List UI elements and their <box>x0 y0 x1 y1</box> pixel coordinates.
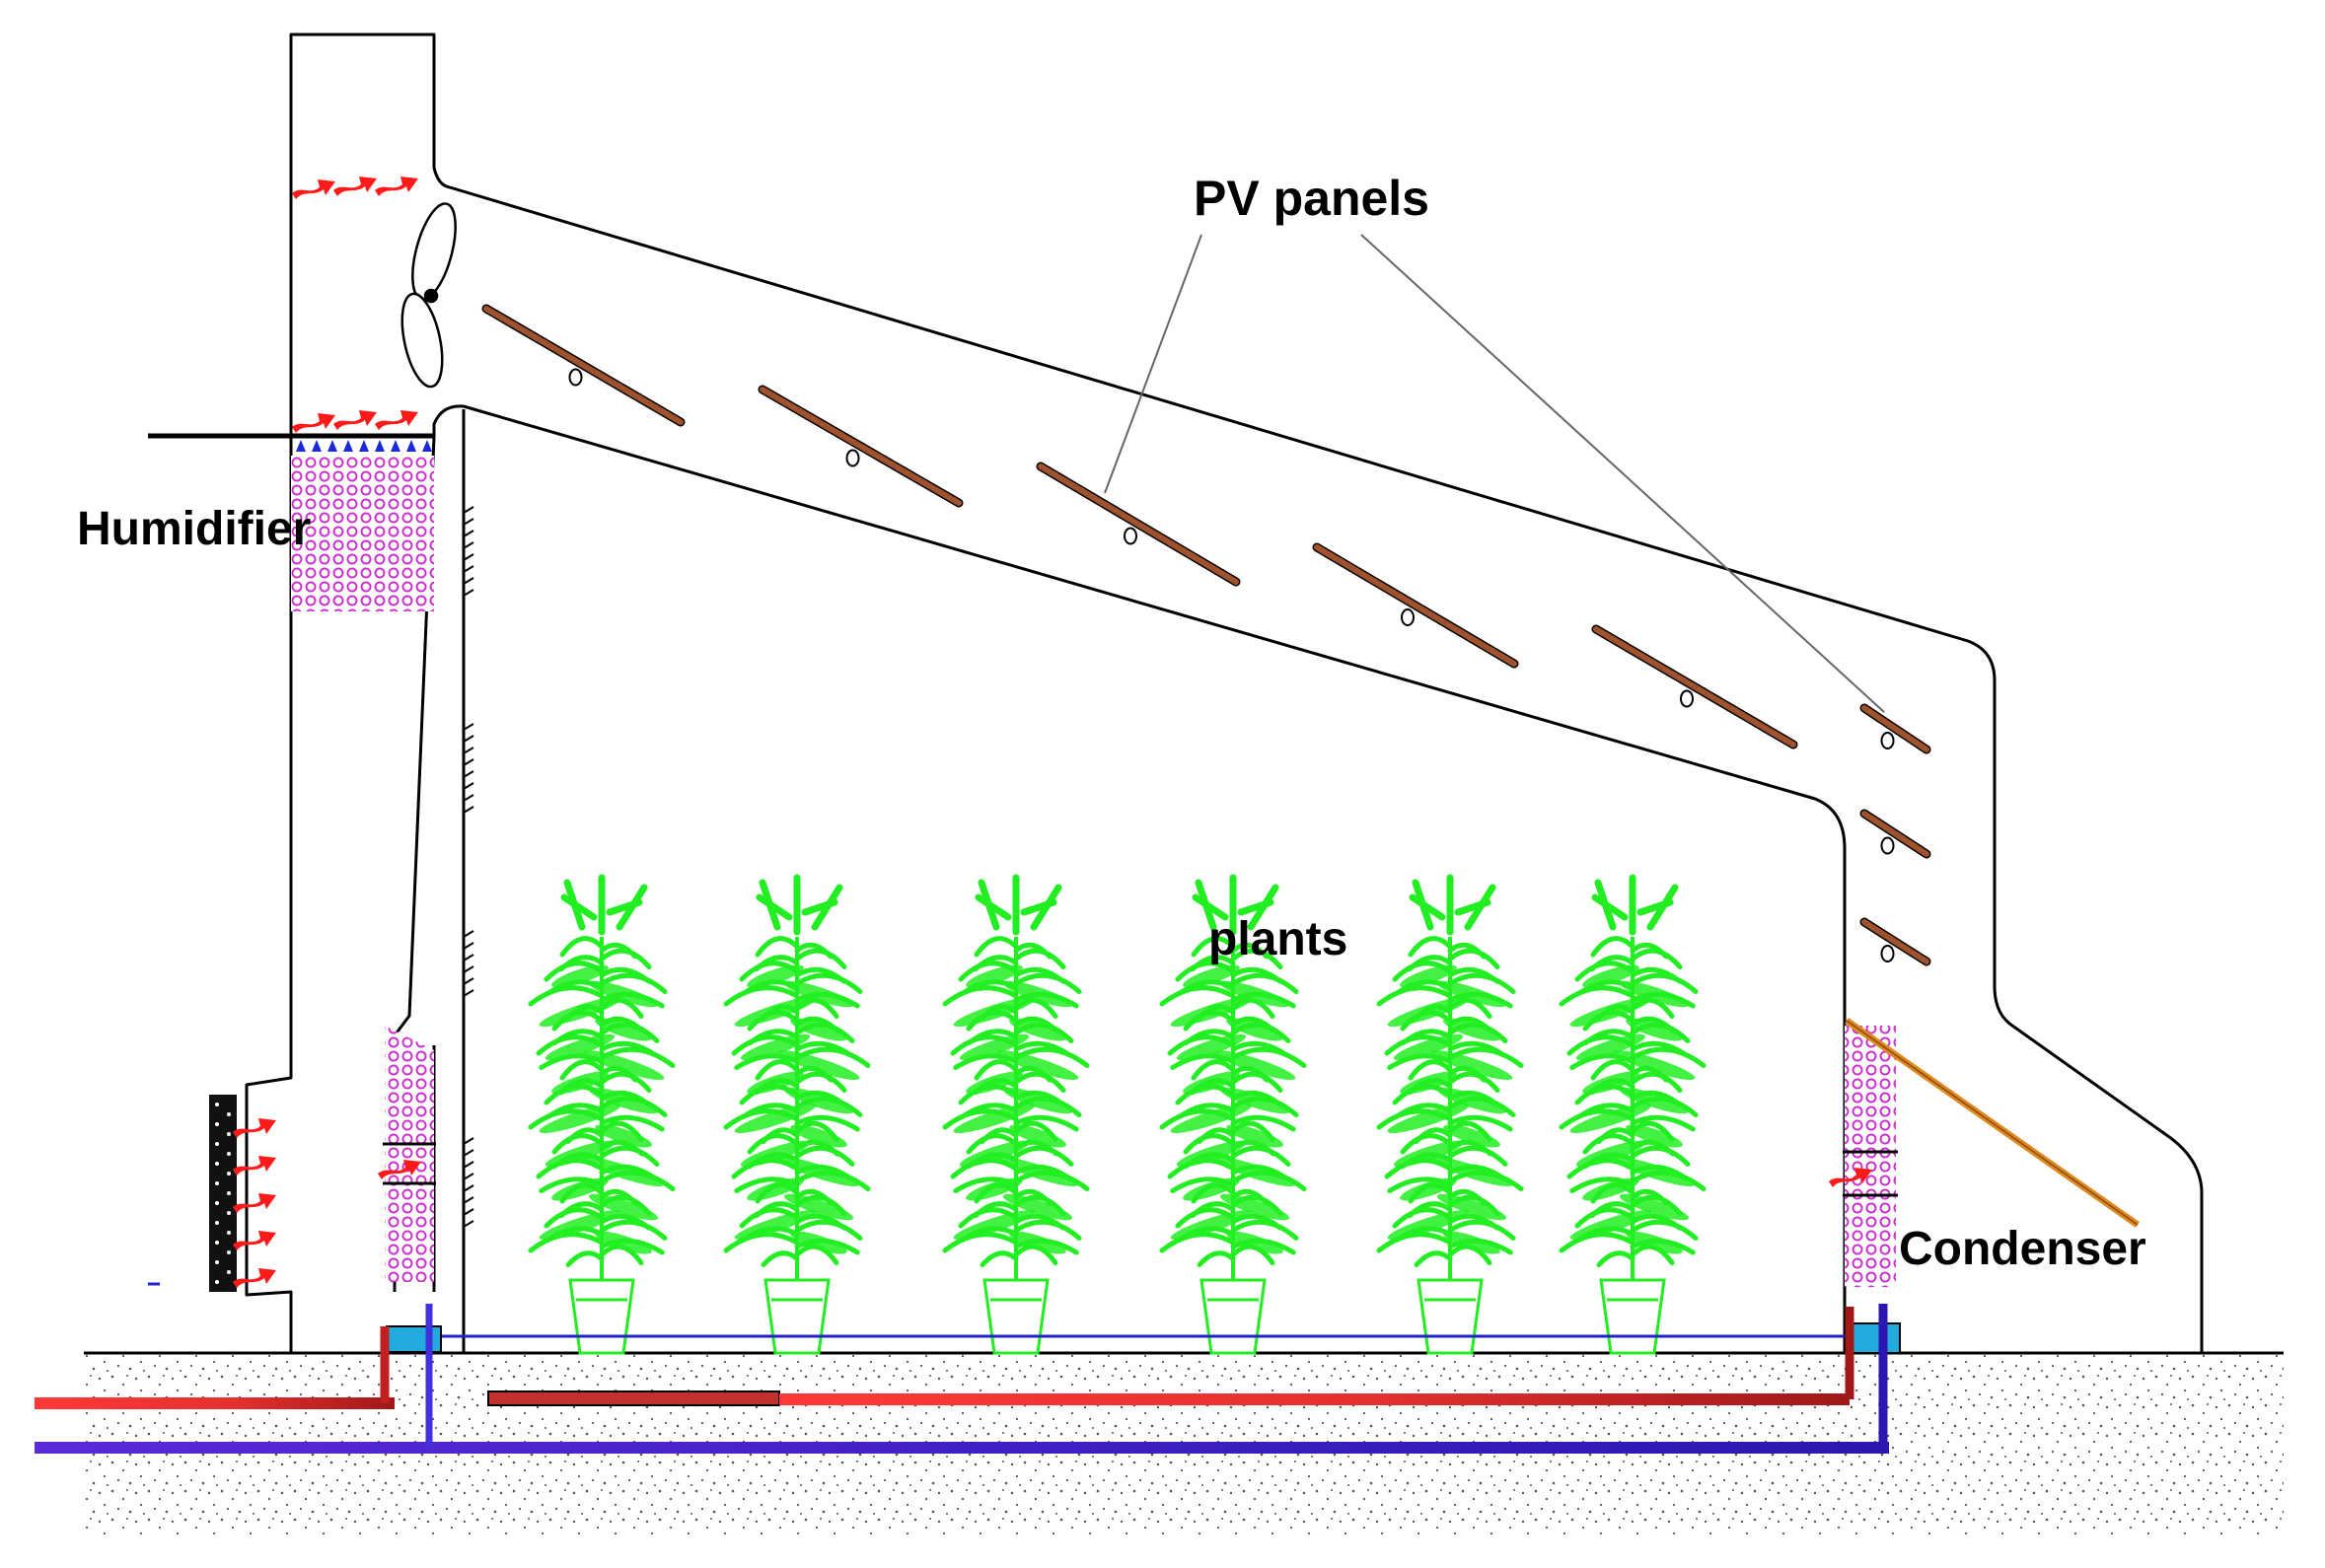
pipes <box>35 1304 1889 1454</box>
pv-panel <box>1591 624 1798 749</box>
pv-panel <box>1859 809 1931 859</box>
flow-arrow-icon <box>233 1193 276 1213</box>
inlet-grille <box>148 1095 237 1292</box>
plant-icon <box>942 874 1090 1355</box>
water-system <box>386 1322 1901 1354</box>
plant-icon <box>1376 874 1524 1355</box>
flow-arrow-icon <box>292 179 335 199</box>
condenser-pad-icon <box>1843 1026 1898 1287</box>
flow-arrow-icon <box>378 1160 421 1179</box>
flow-arrow-icon <box>1829 1168 1872 1187</box>
pv-panel <box>758 385 964 508</box>
plant-icon <box>723 874 871 1355</box>
plant-icon <box>1559 874 1707 1355</box>
pv-panels <box>481 304 1931 966</box>
left-inlet-pad <box>383 1026 436 1282</box>
pv-panels-label: PV panels <box>1194 171 1429 226</box>
pv-panel <box>1312 542 1519 669</box>
pv-leader-lines <box>1104 234 1885 713</box>
flow-arrow-icon <box>292 413 335 433</box>
flow-arrow-icon <box>375 410 418 430</box>
plants <box>528 874 1707 1355</box>
water-tank-icon <box>1852 1322 1901 1354</box>
pv-panel <box>1859 703 1931 754</box>
flow-arrow-icon <box>233 1156 276 1176</box>
condenser-label: Condenser <box>1899 1223 2146 1275</box>
flow-arrow-icon <box>375 177 418 196</box>
sloped-plate <box>1844 1018 2141 1228</box>
plant-icon <box>528 874 676 1355</box>
wall-hatching <box>463 506 474 1228</box>
pv-panel <box>481 304 686 427</box>
water-tank-icon <box>386 1325 442 1353</box>
pv-panel <box>1859 917 1931 966</box>
humidifier-pad-icon <box>148 433 434 611</box>
flow-arrow-icon <box>233 1118 276 1138</box>
fan-icon <box>400 202 457 389</box>
flow-arrows <box>233 177 1872 1288</box>
humidifier-label: Humidifier <box>77 503 311 555</box>
flow-arrow-icon <box>333 410 377 430</box>
flow-arrow-icon <box>333 177 377 196</box>
pv-panel <box>1036 462 1241 587</box>
plants-label: plants <box>1208 913 1347 965</box>
flow-arrow-icon <box>233 1231 276 1250</box>
flow-arrow-icon <box>233 1268 276 1288</box>
